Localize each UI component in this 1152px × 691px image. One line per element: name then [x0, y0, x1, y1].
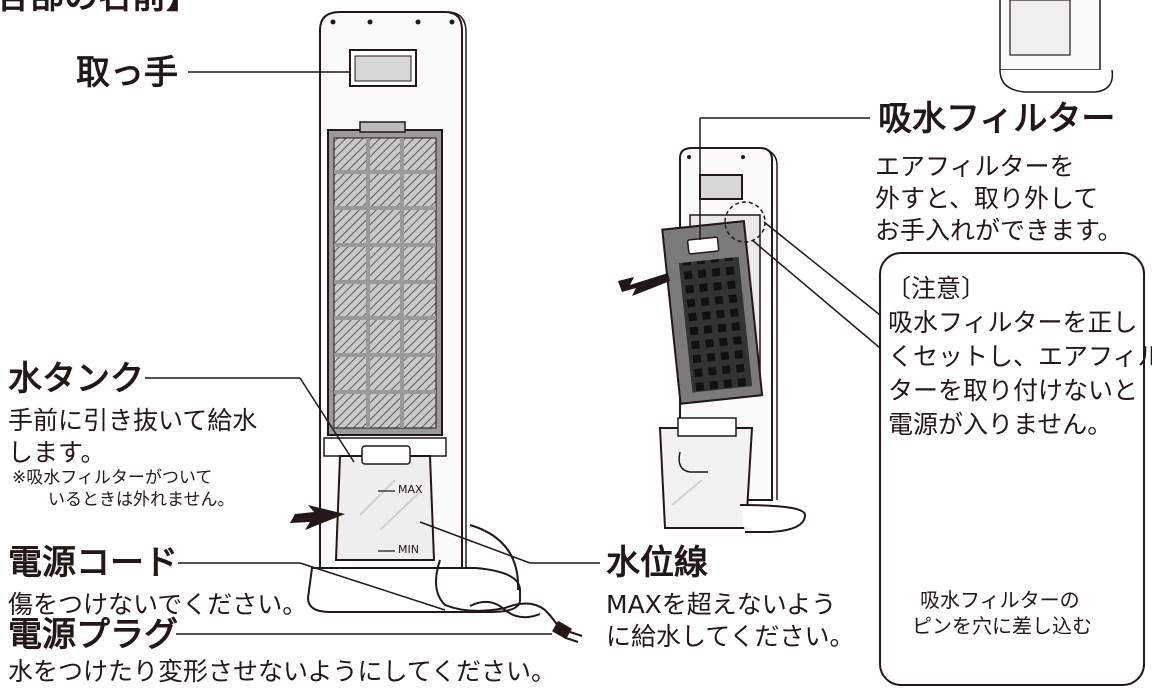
caution-line-4: 電源が入りません。 [888, 410, 1113, 439]
thumbnail-unit-drawing [999, 0, 1114, 93]
water-tank-label: 水タンク [8, 359, 144, 399]
power-cord-label: 電源コード [8, 543, 178, 583]
absorbent-filter-desc-1: エアフィルターを [875, 152, 1075, 181]
plug-part [552, 620, 583, 643]
absorbent-filter-desc-3: お手入れができます。 [875, 216, 1123, 245]
handle-part [349, 49, 417, 87]
caution-line-3: ターを取り付けないと [888, 376, 1139, 405]
water-line-desc-1: MAXを超えないよう [606, 590, 837, 619]
handle-label: 取っ手 [76, 53, 178, 93]
caution-title: 〔注意〕 [886, 274, 987, 303]
max-mark: MAX [398, 483, 423, 496]
absorbent-filter-desc-2: 外すと、取り外して [875, 184, 1099, 213]
min-mark: MIN [398, 543, 419, 556]
water-tank-part [323, 437, 447, 561]
absorbent-filter-label: 吸水フィルター [878, 99, 1116, 139]
page-title: 各部の名前】 [0, 0, 200, 19]
power-cord-desc: 傷をつけないでください。 [8, 590, 308, 619]
water-tank-desc-1: 手前に引き抜いて給水 [8, 406, 258, 435]
main-unit-drawing [290, 11, 583, 643]
caution-box [879, 252, 1145, 686]
leader-lines [145, 71, 881, 635]
power-plug-label: 電源プラグ [8, 615, 178, 655]
water-line-label: 水位線 [606, 543, 708, 583]
caution-caption-1: 吸水フィルターの [920, 588, 1080, 612]
air-filter-part [327, 121, 443, 436]
water-tank-desc-2: します。 [8, 438, 106, 467]
caution-line-1: 吸水フィルターを正し [888, 308, 1138, 337]
absorbent-filter-part [661, 220, 764, 405]
caution-line-2: くセットし、エアフィル [888, 342, 1152, 371]
water-tank-note-2: いるときは外れません。 [48, 490, 235, 510]
water-tank-note-1: ※吸水フィルターがついて [12, 468, 213, 488]
caution-caption-2: ピンを穴に差し込む [912, 614, 1092, 638]
power-plug-desc: 水をつけたり変形させないようにしてください。 [8, 657, 557, 686]
water-line-desc-2: に給水してください。 [606, 622, 855, 651]
side-unit-drawing [618, 147, 807, 533]
